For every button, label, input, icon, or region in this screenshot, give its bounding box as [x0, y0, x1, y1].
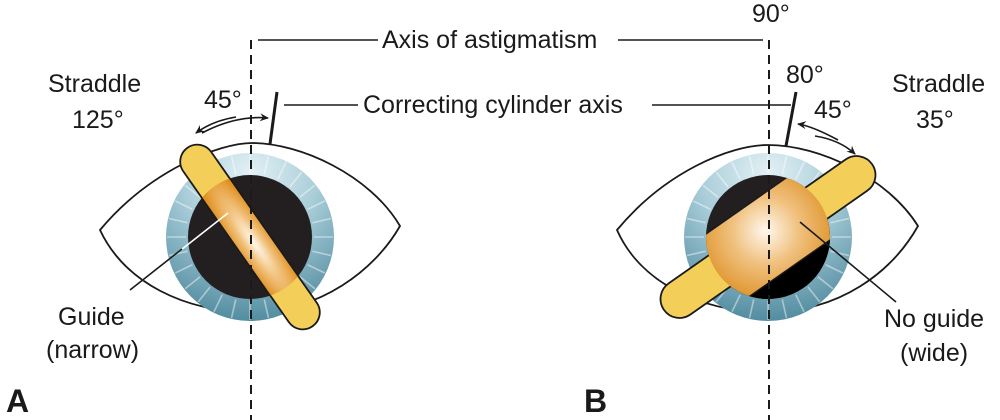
guide-label-b-line2: (wide) [900, 339, 968, 367]
iris-striation [230, 155, 237, 175]
rotation-arrow-b-right [814, 135, 856, 155]
iris-striation [715, 171, 729, 188]
iris-striation [307, 200, 326, 210]
guide-label-a-line1: Guide [58, 303, 125, 331]
iris-striation [781, 299, 788, 319]
iris-striation [174, 200, 193, 210]
eye-outline-b [615, 144, 920, 313]
straddle-value-a: 125° [72, 106, 124, 134]
iris-striation [230, 299, 237, 319]
rotation-label-a: 45° [204, 86, 242, 114]
straddle-title-a: Straddle [48, 70, 141, 98]
axis-of-astigmatism-label: Axis of astigmatism [382, 26, 597, 54]
ninety-degree-label: 90° [752, 0, 790, 28]
iris-striation [830, 250, 850, 257]
panel-label-b: B [584, 383, 607, 419]
iris-striation [686, 250, 706, 257]
rotation-arrow-a-left [195, 116, 237, 134]
panel-b: 90° 80° 45° Straddle 35° No guide (wide)… [584, 0, 985, 420]
straddle-title-b: Straddle [892, 70, 985, 98]
iris-striation [184, 184, 201, 198]
guide-label-a-line2: (narrow) [46, 336, 139, 364]
iris-striation [174, 264, 193, 274]
correcting-cylinder-axis-label: Correcting cylinder axis [363, 91, 623, 119]
iris-striations-a [167, 154, 333, 320]
pupil-lower-b [712, 195, 830, 299]
iris-striation [312, 250, 332, 257]
straddle-value-b: 35° [916, 106, 954, 134]
cylinder-axis-marker-b [784, 91, 798, 147]
iris-striation [731, 161, 741, 180]
iris-striation [168, 250, 188, 257]
iris-striation [795, 161, 805, 180]
cylinder-axis-marker-a [268, 91, 279, 145]
iris-striation [263, 155, 270, 175]
iris-striation [731, 294, 741, 313]
iris-striation [817, 276, 834, 290]
rotation-arrow-a-right [201, 113, 269, 134]
panel-a: Straddle 125° 45° Guide (narrow) A [6, 40, 402, 420]
iris-striation [289, 171, 303, 188]
iris-striation [830, 217, 850, 224]
cylinder-axis-deg-label-b: 80° [786, 61, 824, 89]
correcting-cylinder-axis-callout: Correcting cylinder axis [284, 91, 791, 119]
rotation-arrow-b-left [797, 121, 839, 141]
panel-label-a: A [6, 383, 29, 419]
guide-leader-line-b [799, 221, 897, 303]
guide-leader-line-a-outer [129, 248, 183, 291]
iris-striation [184, 276, 201, 290]
iris-striation [299, 276, 316, 290]
eye-outline-a [98, 142, 402, 313]
iris-striation [702, 184, 719, 198]
iris-striation [307, 264, 326, 274]
iris-striation [807, 286, 821, 303]
iris-striation [825, 264, 844, 274]
rotation-label-b: 45° [814, 96, 852, 124]
iris-striation [299, 184, 316, 198]
iris-striation [168, 217, 188, 224]
iris-striation [277, 161, 287, 180]
iris-striation [312, 217, 332, 224]
iris-striation [781, 155, 788, 175]
guide-label-b-line1: No guide [884, 305, 984, 333]
iris-striation [213, 294, 223, 313]
iris-striation [795, 294, 805, 313]
iris-striation [748, 155, 755, 175]
axis-of-astigmatism-callout: Axis of astigmatism [258, 26, 763, 54]
iris-striation [692, 200, 711, 210]
iris-striation [748, 299, 755, 319]
iris-striation [686, 217, 706, 224]
iris-striation [263, 299, 270, 319]
iris-striation [197, 286, 211, 303]
